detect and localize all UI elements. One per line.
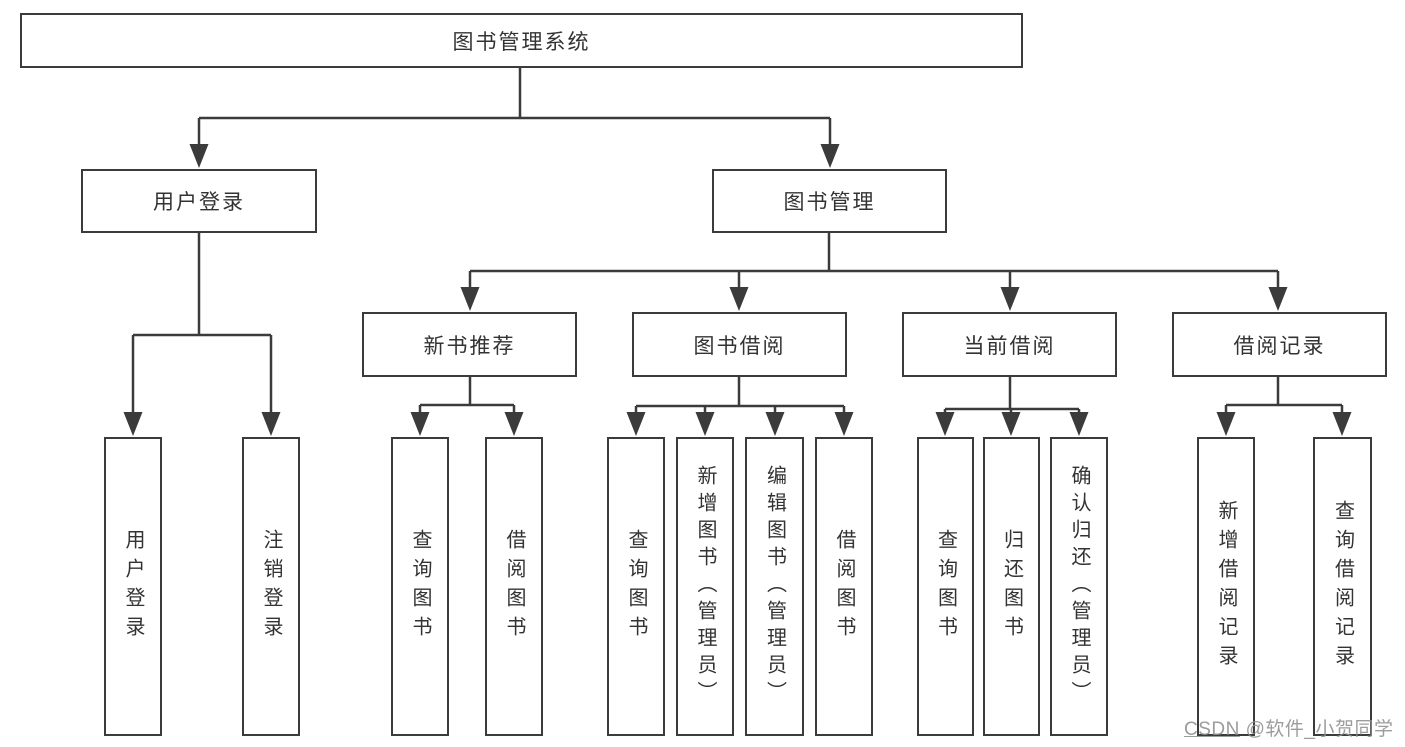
node-label: 当前借阅 bbox=[963, 334, 1056, 358]
connector-records-children bbox=[1224, 377, 1344, 418]
arrowhead-icon bbox=[1332, 412, 1352, 436]
node-book-borrowing: 图书借阅 bbox=[632, 312, 847, 377]
arrowhead-icon bbox=[504, 412, 524, 436]
node-query-borrow-record: 查询借阅记录 bbox=[1313, 437, 1372, 736]
arrowhead-icon bbox=[765, 412, 785, 436]
node-label: 图书管理 bbox=[783, 191, 876, 214]
node-borrowing-records: 借阅记录 bbox=[1172, 312, 1387, 377]
node-query-books: 查询图书 bbox=[607, 437, 665, 736]
node-label: 借阅记录 bbox=[1233, 334, 1326, 358]
arrowhead-icon bbox=[410, 412, 430, 436]
arrowhead-icon bbox=[1000, 287, 1020, 311]
connector-line bbox=[634, 377, 846, 418]
node-label: 新增借阅记录 bbox=[1215, 499, 1237, 674]
node-label: 查询借阅记录 bbox=[1331, 499, 1354, 674]
node-label: 查询图书 bbox=[409, 528, 431, 645]
arrowhead-icon bbox=[189, 144, 209, 168]
node-label: 图书借阅 bbox=[693, 334, 786, 358]
arrowhead-icon bbox=[1001, 412, 1021, 436]
node-label: 归还图书 bbox=[1000, 528, 1023, 645]
node-edit-books-admin: 编辑图书（管理员） bbox=[745, 437, 804, 736]
node-label: 图书管理系统 bbox=[452, 30, 591, 54]
arrowhead-icon bbox=[935, 412, 955, 436]
arrowhead-icon bbox=[1268, 287, 1288, 311]
node-label: 编辑图书（管理员） bbox=[763, 465, 786, 708]
node-new-book-recommendation: 新书推荐 bbox=[362, 312, 577, 377]
node-logout: 注销登录 bbox=[242, 437, 300, 736]
arrowhead-icon bbox=[1216, 412, 1236, 436]
connector-user-login-children bbox=[131, 233, 273, 418]
connector-line bbox=[1224, 377, 1344, 418]
node-label: 用户登录 bbox=[122, 528, 144, 645]
node-user-login: 用户登录 bbox=[81, 169, 317, 233]
node-label: 借阅图书 bbox=[833, 528, 855, 645]
node-current-borrowing: 当前借阅 bbox=[902, 312, 1117, 377]
node-return-books: 归还图书 bbox=[983, 437, 1040, 736]
node-label: 用户登录 bbox=[153, 191, 245, 214]
arrowhead-icon bbox=[820, 144, 840, 168]
connector-new-rec-children bbox=[418, 377, 516, 418]
node-add-books-admin: 新增图书（管理员） bbox=[676, 437, 734, 736]
connector-line bbox=[468, 233, 1280, 292]
arrowhead-icon bbox=[261, 412, 281, 436]
node-query-books: 查询图书 bbox=[391, 437, 449, 736]
node-label: 查询图书 bbox=[934, 528, 957, 645]
connector-book-mgmt-children bbox=[468, 233, 1280, 292]
node-label: 新增图书（管理员） bbox=[694, 465, 716, 708]
arrowhead-icon bbox=[1069, 412, 1089, 436]
node-book-management: 图书管理 bbox=[712, 169, 947, 233]
arrowhead-icon bbox=[626, 412, 646, 436]
node-label: 借阅图书 bbox=[503, 528, 525, 645]
node-confirm-return-admin: 确认归还（管理员） bbox=[1050, 437, 1108, 736]
connector-line bbox=[418, 377, 516, 418]
node-label: 新书推荐 bbox=[423, 334, 516, 358]
csdn-watermark-site: CSDN bbox=[1184, 719, 1240, 740]
node-borrow-books: 借阅图书 bbox=[485, 437, 543, 736]
arrowhead-icon bbox=[460, 287, 480, 311]
arrowhead-icon bbox=[729, 287, 749, 311]
node-query-books: 查询图书 bbox=[917, 437, 974, 736]
node-label: 查询图书 bbox=[625, 528, 647, 645]
arrowhead-icon bbox=[695, 412, 715, 436]
node-label: 确认归还（管理员） bbox=[1068, 465, 1090, 708]
csdn-watermark-author: @软件_小贺同学 bbox=[1239, 719, 1394, 740]
node-add-borrow-record: 新增借阅记录 bbox=[1197, 437, 1255, 736]
connector-line bbox=[943, 377, 1081, 418]
node-user-login-action: 用户登录 bbox=[104, 437, 162, 736]
connector-line bbox=[131, 233, 273, 418]
node-label: 注销登录 bbox=[260, 528, 282, 645]
connector-borrowing-children bbox=[634, 377, 846, 418]
csdn-watermark: CSDN @软件_小贺同学 bbox=[1184, 714, 1393, 741]
connector-current-children bbox=[943, 377, 1081, 418]
connector-line bbox=[197, 68, 832, 150]
node-library-management-system: 图书管理系统 bbox=[20, 13, 1023, 68]
arrowhead-icon bbox=[123, 412, 143, 436]
arrowhead-icon bbox=[834, 412, 854, 436]
connector-root-to-level2 bbox=[197, 68, 832, 150]
node-borrow-books: 借阅图书 bbox=[815, 437, 873, 736]
